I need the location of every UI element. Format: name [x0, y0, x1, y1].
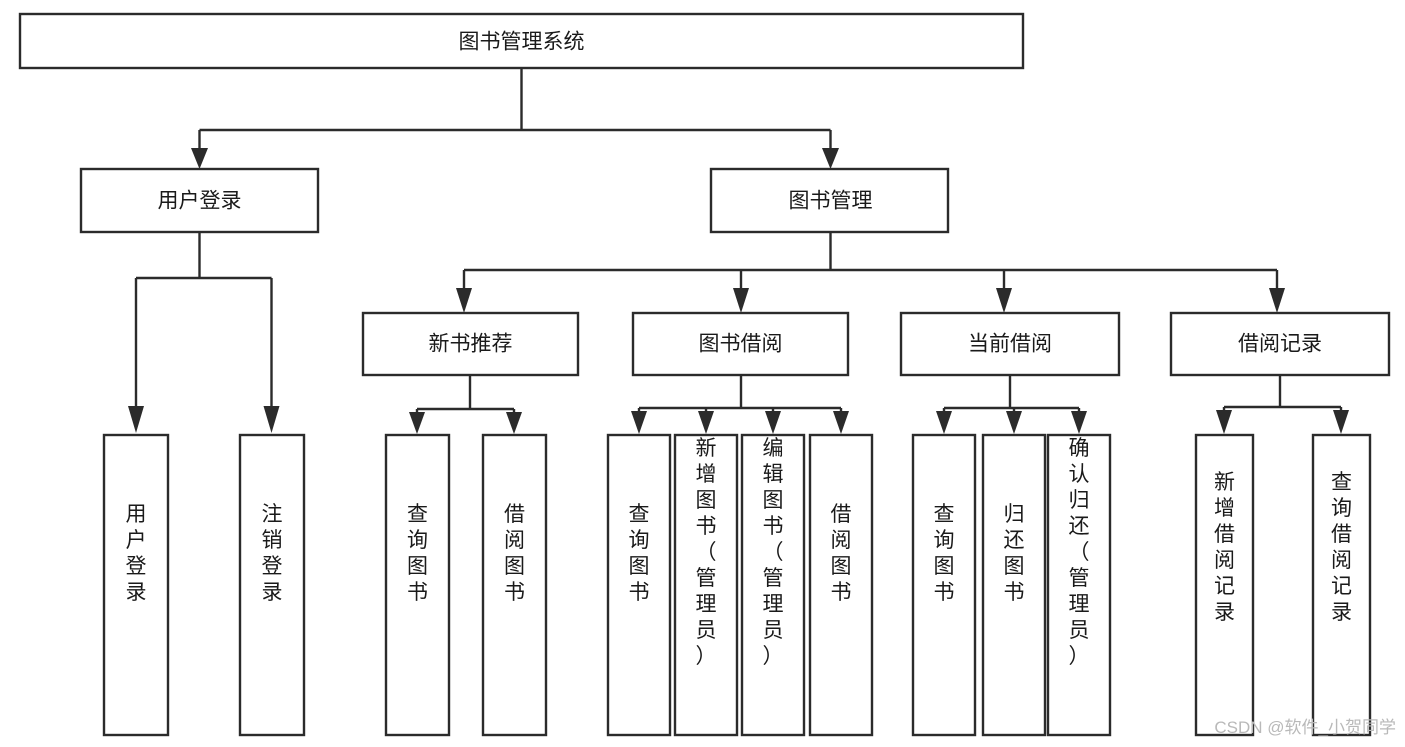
node-new-book-recommend-label: 新书推荐 [429, 333, 513, 356]
leaf-edit-book-box[interactable] [740, 433, 806, 737]
leaf-node[interactable]: 查询图书 [606, 433, 672, 737]
arrow-head-leaf-r1 [1216, 410, 1232, 434]
node-new-book-recommend[interactable]: 新书推荐 [361, 311, 580, 377]
leaf-node[interactable]: 查询借阅记录 [1311, 433, 1372, 737]
arrow-head-leaf-r2 [1333, 410, 1349, 434]
arrow-head-leaf-b3 [765, 411, 781, 434]
leaf-query-book-1-label: 查询图书 [407, 503, 428, 604]
leaf-user-login-box[interactable] [102, 433, 170, 737]
leaf-node[interactable]: 借阅图书 [808, 433, 874, 737]
node-book-borrow-label: 图书借阅 [699, 333, 783, 356]
leaf-add-book-box[interactable] [673, 433, 739, 737]
arrow-head-to-user-login [191, 148, 208, 169]
arrow-head-leaf-c3 [1071, 411, 1087, 434]
node-book-management[interactable]: 图书管理 [709, 167, 950, 234]
node-user-login-box[interactable] [79, 167, 320, 234]
leaf-borrow-book-2-label: 借阅图书 [831, 503, 852, 604]
arrow-head-leaf-b4 [833, 411, 849, 434]
leaf-query-record-box[interactable] [1311, 433, 1372, 737]
csdn-watermark: CSDN @软件_小贺同学 [1214, 718, 1396, 737]
node-borrow-record-box[interactable] [1169, 311, 1391, 377]
leaf-node[interactable]: 确认归还（管理员） [1046, 433, 1112, 737]
arrow-head-leaf-n1 [409, 412, 425, 434]
node-book-management-box[interactable] [709, 167, 950, 234]
leaf-node[interactable]: 新增借阅记录 [1194, 433, 1255, 737]
leaf-query-book-2-box[interactable] [606, 433, 672, 737]
arrow-head-to-book-mgmt [822, 148, 839, 169]
leaf-add-book-label: 新增图书（管理员） [696, 437, 717, 668]
node-root[interactable]: 图书管理系统 [18, 12, 1025, 70]
node-book-management-label: 图书管理 [789, 190, 873, 213]
leaf-confirm-return-box[interactable] [1046, 433, 1112, 737]
node-current-borrow-box[interactable] [899, 311, 1121, 377]
leaf-query-book-3-box[interactable] [911, 433, 977, 737]
node-root-label: 图书管理系统 [459, 31, 585, 54]
arrow-head-to-record [1269, 288, 1285, 313]
leaf-add-record-label: 新增借阅记录 [1214, 471, 1235, 624]
leaf-borrow-book-1-box[interactable] [481, 433, 548, 737]
node-user-login-label: 用户登录 [158, 190, 242, 213]
leaf-node[interactable]: 归还图书 [981, 433, 1047, 737]
leaf-node[interactable]: 用户登录 [102, 433, 170, 737]
leaf-user-login-label: 用户登录 [126, 503, 147, 604]
arrow-head-leaf-c1 [936, 411, 952, 434]
leaf-query-book-2-label: 查询图书 [629, 503, 650, 604]
leaf-return-book-label: 归还图书 [1004, 503, 1025, 604]
arrow-head-to-new-book [456, 288, 472, 313]
node-current-borrow[interactable]: 当前借阅 [899, 311, 1121, 377]
arrow-head-to-current [996, 288, 1012, 313]
leaf-confirm-return-label: 确认归还（管理员） [1069, 437, 1090, 668]
arrow-head-leaf-b1 [631, 411, 647, 434]
connector-layer [128, 68, 1349, 434]
node-root-box[interactable] [18, 12, 1025, 70]
leaf-logout-label: 注销登录 [262, 503, 283, 604]
arrow-head-to-borrow [733, 288, 749, 313]
arrow-head-leaf-n2 [506, 412, 522, 434]
arrow-head-leaf-b2 [698, 411, 714, 434]
arrow-head-leaf-u2 [263, 406, 280, 433]
leaf-node[interactable]: 编辑图书（管理员） [740, 433, 806, 737]
node-borrow-record[interactable]: 借阅记录 [1169, 311, 1391, 377]
leaf-add-record-box[interactable] [1194, 433, 1255, 737]
node-new-book-recommend-box[interactable] [361, 311, 580, 377]
arrow-head-leaf-c2 [1006, 411, 1022, 434]
arrow-head-leaf-u1 [128, 406, 144, 433]
leaf-edit-book-label: 编辑图书（管理员） [763, 437, 784, 668]
leaf-node[interactable]: 查询图书 [384, 433, 451, 737]
node-user-login[interactable]: 用户登录 [79, 167, 320, 234]
leaf-query-book-1-box[interactable] [384, 433, 451, 737]
leaf-node[interactable]: 注销登录 [238, 433, 306, 737]
node-book-borrow-box[interactable] [631, 311, 850, 377]
leaf-query-book-3-label: 查询图书 [934, 503, 955, 604]
node-current-borrow-label: 当前借阅 [968, 333, 1052, 356]
leaf-borrow-book-1-label: 借阅图书 [504, 503, 525, 604]
leaf-logout-box[interactable] [238, 433, 306, 737]
leaf-node[interactable]: 查询图书 [911, 433, 977, 737]
leaf-return-book-box[interactable] [981, 433, 1047, 737]
leaf-borrow-book-2-box[interactable] [808, 433, 874, 737]
node-book-borrow[interactable]: 图书借阅 [631, 311, 850, 377]
node-borrow-record-label: 借阅记录 [1238, 333, 1322, 356]
leaf-query-record-label: 查询借阅记录 [1331, 471, 1352, 624]
leaf-node[interactable]: 新增图书（管理员） [673, 433, 739, 737]
leaf-node[interactable]: 借阅图书 [481, 433, 548, 737]
